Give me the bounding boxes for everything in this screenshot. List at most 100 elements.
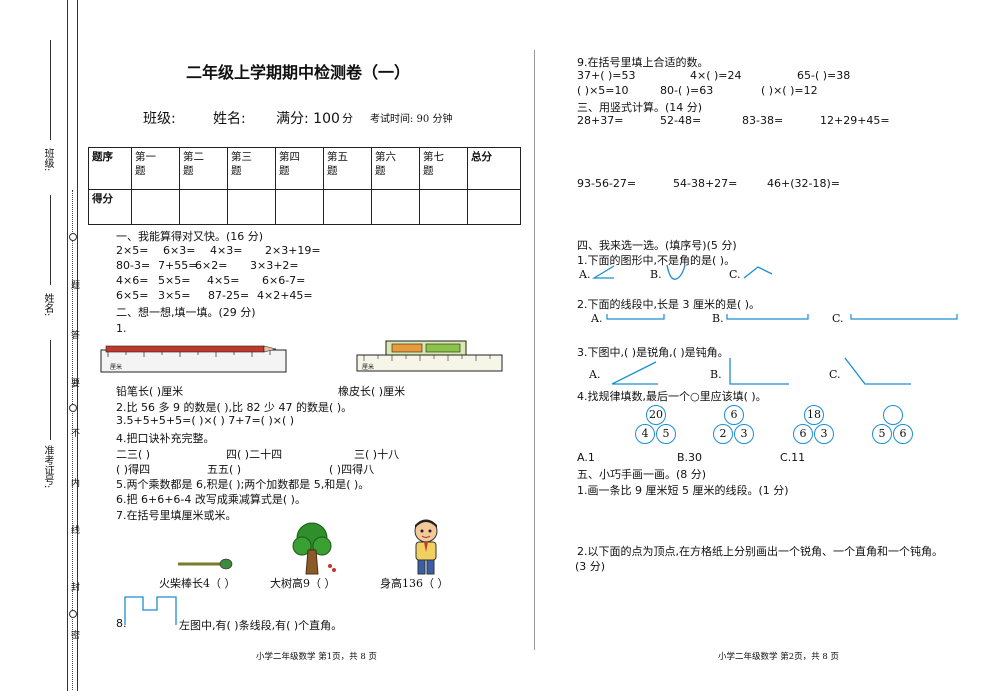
calc-item: 6×3=: [163, 244, 196, 257]
section5-title: 五、小巧手画一画。(8 分): [577, 468, 707, 481]
rhyme-item: 三( )十八: [354, 448, 400, 461]
calc-item: 6×6-7=: [262, 274, 306, 287]
number-circle: 5: [872, 424, 892, 444]
class-blank: [50, 40, 51, 140]
question-2: 2.比 56 多 9 的数是( ),比 82 少 47 的数是( )。: [116, 401, 353, 414]
angle-figure-a: [592, 265, 615, 279]
choice-question-2: 2.下面的线段中,长是 3 厘米的是( )。: [577, 298, 761, 311]
score-cell: [131, 189, 180, 225]
name-label: 姓名:: [42, 293, 53, 317]
calc-item: 6×5=: [116, 289, 149, 302]
vertical-calc-item: 46+(32-18)=: [767, 177, 840, 190]
info-full-marks-unit: 分: [342, 112, 353, 125]
matchstick-image: [178, 558, 233, 570]
right-angle-figure: [729, 358, 789, 385]
number-circle: 20: [646, 405, 666, 425]
rhyme-item: ( )四得八: [329, 463, 375, 476]
score-header-text: 第五 题: [327, 151, 348, 177]
option-label: C.11: [780, 451, 806, 464]
question-7: 7.在括号里填厘米或米。: [116, 509, 237, 522]
calc-item: 3×3+2=: [250, 259, 299, 272]
class-label: 班级:: [42, 148, 53, 172]
calc-item: 80-3=: [116, 259, 151, 272]
fill-item: 4×( )=24: [690, 69, 742, 82]
info-full-marks: 满分: 100: [276, 111, 340, 127]
score-header-cell: 第六 题: [371, 147, 420, 190]
option-label: A.: [579, 268, 591, 281]
acute-angle-figure: [611, 361, 658, 385]
score-header-cell: 第四 题: [275, 147, 324, 190]
angle-figure-c: [743, 266, 773, 279]
score-table: 题序 第一 题 第二 题 第三 题 第四 题 第五 题 第六 题 第七 题 总分…: [88, 147, 521, 225]
option-label: B.: [650, 268, 662, 281]
exam-no-label: 准考证号:: [42, 445, 53, 489]
binding-hole: [69, 404, 77, 412]
number-circle: 4: [635, 424, 655, 444]
score-cell: [371, 189, 420, 225]
seal-char: 封: [69, 582, 79, 591]
vertical-calc-item: 12+29+45=: [820, 114, 890, 127]
ruler-with-eraser-image: 厘米: [356, 340, 503, 372]
number-circle: 18: [804, 405, 824, 425]
option-label: A.1: [577, 451, 595, 464]
score-header-text: 第四 题: [279, 151, 300, 177]
choice-question-3: 3.下图中,( )是锐角,( )是钝角。: [577, 346, 729, 359]
vertical-calc-item: 28+37=: [577, 114, 624, 127]
ruler-unit-label: 厘米: [362, 363, 374, 371]
info-name: 姓名:: [213, 111, 246, 127]
draw-question-1: 1.画一条比 9 厘米短 5 厘米的线段。(1 分): [577, 484, 789, 497]
info-time: 考试时间: 90 分钟: [370, 114, 453, 125]
ruler-unit-label: 厘米: [110, 363, 122, 371]
number-circle: 6: [793, 424, 813, 444]
score-header-cell: 题序: [88, 147, 132, 190]
calc-item: 7+55=: [158, 259, 198, 272]
binding-line-outer: [67, 0, 68, 691]
score-header-cell: 第五 题: [323, 147, 372, 190]
calc-item: 3×5=: [158, 289, 191, 302]
eraser-length-question: 橡皮长( )厘米: [338, 385, 406, 398]
curve-figure-b: [666, 264, 686, 280]
section4-title: 四、我来选一选。(填序号)(5 分): [577, 239, 737, 252]
score-header-cell: 第一 题: [131, 147, 180, 190]
rhyme-item: 二三( ): [116, 448, 151, 461]
option-label: C.: [829, 368, 841, 381]
score-header-text: 第三 题: [231, 151, 252, 177]
seal-char: 要: [69, 378, 79, 387]
score-header-cell: 第七 题: [419, 147, 468, 190]
seal-char: 内: [69, 478, 79, 487]
score-cell: [323, 189, 372, 225]
unit-question: 大树高9（ ）: [270, 577, 336, 590]
fill-item: 37+( )=53: [577, 69, 636, 82]
pencil-length-question: 铅笔长( )厘米: [116, 385, 184, 398]
line-shape-figure: [124, 596, 177, 625]
option-label: A.: [589, 368, 601, 381]
draw-question-2: 2.以下面的点为顶点,在方格纸上分别画出一个锐角、一个直角和一个钝角。: [577, 545, 943, 558]
number-circle: 2: [713, 424, 733, 444]
calc-item: 2×5=: [116, 244, 149, 257]
tree-image: [292, 522, 336, 575]
score-header-cell: 第二 题: [179, 147, 228, 190]
score-cell: [467, 189, 521, 225]
calc-item: 6×2=: [195, 259, 228, 272]
score-header-cell: 总分: [467, 147, 521, 190]
number-circle: 6: [724, 405, 744, 425]
vertical-calc-item: 93-56-27=: [577, 177, 637, 190]
segment-b: [726, 314, 809, 320]
seal-dotted-line: [72, 190, 73, 690]
option-label: B.30: [677, 451, 703, 464]
calc-item: 4×5=: [207, 274, 240, 287]
score-header-text: 第六 题: [375, 151, 396, 177]
question-3: 3.5+5+5+5=( )×( ) 7+7=( )×( ): [116, 414, 295, 427]
section2-title: 二、想一想,填一填。(29 分): [116, 306, 256, 319]
question-5: 5.两个乘数都是 6,积是( );两个加数都是 5,和是( )。: [116, 478, 370, 491]
fill-item: 65-( )=38: [797, 69, 851, 82]
calc-item: 87-25=: [208, 289, 250, 302]
name-blank: [50, 195, 51, 285]
number-circle: 3: [814, 424, 834, 444]
rhyme-item: 四( )二十四: [226, 448, 283, 461]
obtuse-angle-figure: [844, 357, 911, 385]
unit-question: 身高136（ ）: [380, 577, 449, 590]
seal-char: 答: [69, 330, 79, 339]
question-number: 1.: [116, 322, 127, 335]
choice-question-1: 1.下面的图形中,不是角的是( )。: [577, 254, 736, 267]
